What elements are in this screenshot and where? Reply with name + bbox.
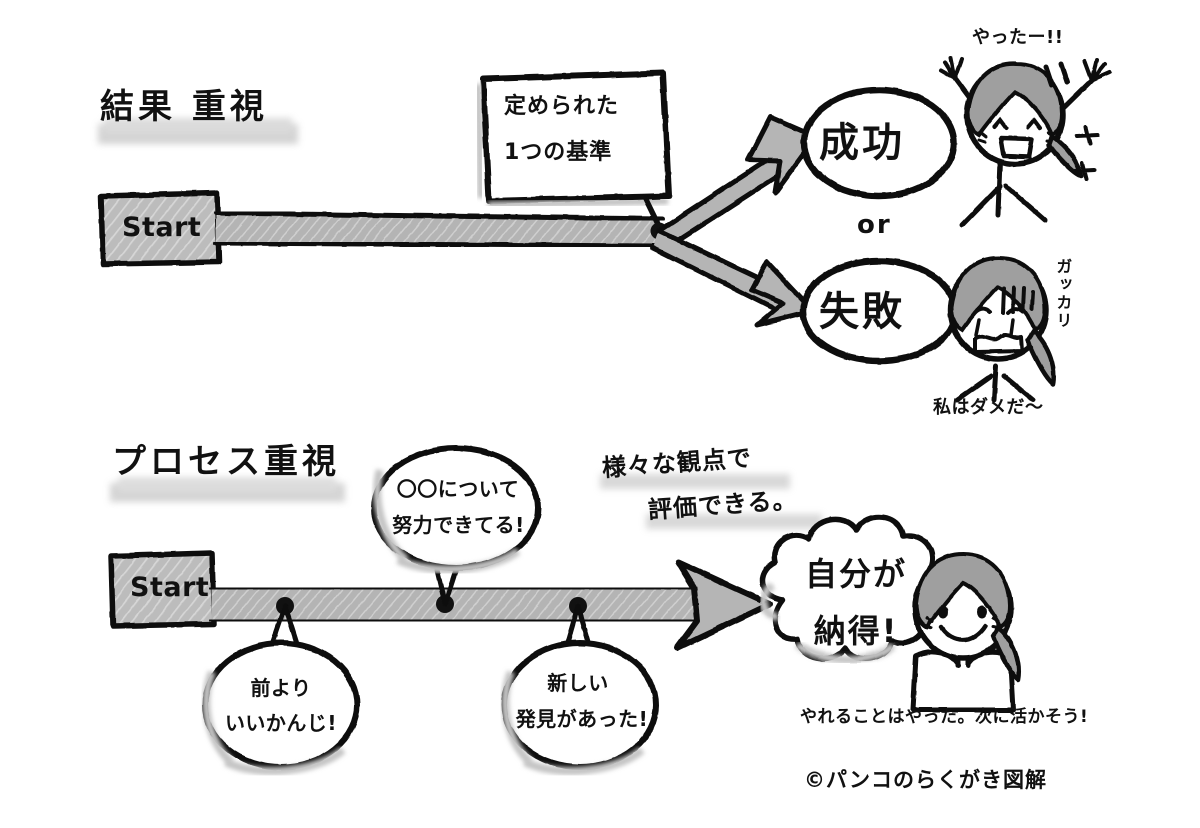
bubble-tail-2 [434,567,459,607]
sad-character [947,255,1056,403]
satisfied-character [910,551,1021,713]
success-oval [800,86,958,200]
results-start-label: Start [122,212,202,243]
process-section-title: プロセス重視 [112,442,340,482]
arrow-to-failure [650,228,816,328]
cloud-line1: 自分が [804,555,907,593]
bubble-right-line1: 新しい [547,671,609,695]
cloud-line2: 納得! [813,612,899,650]
or-connector-label: or [857,210,892,240]
results-start-box [98,190,222,267]
process-arrowhead [674,559,773,651]
happy-character [939,56,1112,228]
top-bubble-line1: 〇〇について [396,477,520,501]
bubble-right-line2: 発見があった! [515,707,649,731]
signature: ©パンコのらくがき図解 [804,768,1048,792]
happy-character-exclaim: やったー!! [972,27,1064,48]
title-highlight-results [98,118,298,144]
sad-character-caption: 私はダメだ〜 [933,397,1044,418]
bubble-tail-3 [564,603,592,647]
bubble-left-line2: いいかんじ! [224,711,338,735]
process-start-box [108,550,217,629]
bubble-left [202,640,360,775]
outcome-failure-label: 失敗 [819,289,905,335]
process-start-label: Start [130,572,210,603]
bubble-tail-1 [269,603,300,647]
criterion-box-line2: 1つの基準 [504,140,613,165]
process-caption: やれることはやった。次に活かそう! [800,707,1089,727]
title-highlight-process [110,477,345,502]
arrow-to-success [656,114,819,251]
outcome-success-label: 成功 [819,120,905,166]
results-section-title: 結果 重視 [100,87,268,127]
sad-character-exclaim: ガッカリ [1053,258,1073,330]
annotation-highlight [600,474,822,529]
bubble-right [501,640,659,775]
top-speech-bubble [371,445,541,574]
criterion-box-line1: 定められた [504,94,620,119]
bubble-left-line1: 前より [250,676,312,700]
top-bubble-line2: 努力できてる! [392,513,525,537]
results-main-arrow-shaft [213,210,665,249]
